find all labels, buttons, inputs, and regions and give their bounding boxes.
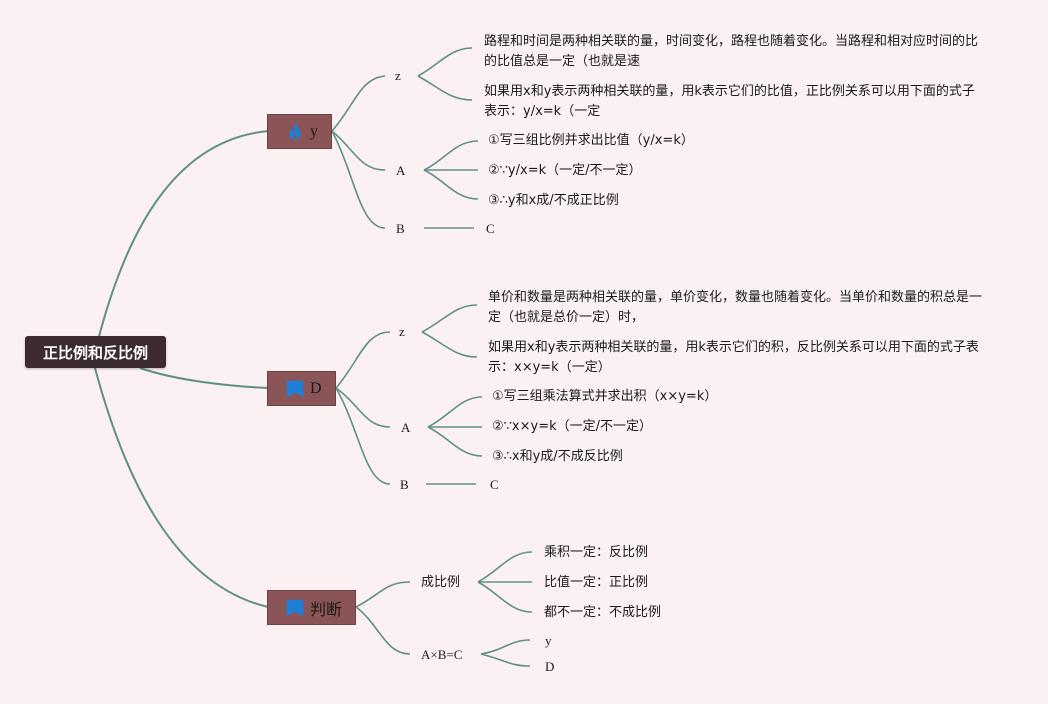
edge-b1-z	[331, 75, 386, 132]
edge-root-branch1	[94, 130, 269, 353]
node-z[interactable]: z	[399, 324, 405, 339]
edge-b1-a	[331, 130, 386, 171]
edge-b2-a-3	[427, 426, 483, 457]
edge-b1-z-1	[417, 47, 473, 77]
edge-root-branch2	[139, 367, 269, 389]
node-proportional[interactable]: 成比例	[421, 575, 461, 590]
edge-b2-a-1	[427, 396, 483, 428]
fire-icon	[284, 121, 306, 143]
node-leaf[interactable]: y	[545, 633, 552, 648]
edge-b2-a	[335, 387, 391, 428]
edge-b3-c1-1	[477, 551, 533, 583]
step-item[interactable]: ③∴x和y成/不成反比例	[492, 449, 623, 464]
rule-item[interactable]: 比值一定：正比例	[544, 575, 649, 590]
node-c[interactable]: C	[486, 221, 495, 236]
branch-label: 判断	[310, 599, 343, 619]
branch-node-d[interactable]: D	[267, 371, 336, 406]
branch-node-judge[interactable]: 判断	[267, 590, 356, 625]
edge-b2-z-1	[421, 304, 478, 333]
root-node[interactable]: 正比例和反比例	[25, 336, 166, 368]
edge-b2-z-2	[421, 331, 478, 358]
edge-b2-z	[335, 331, 391, 389]
node-c[interactable]: C	[490, 477, 499, 492]
step-item[interactable]: ②∵y/x=k（一定/不一定）	[488, 163, 642, 178]
step-item[interactable]: ①写三组乘法算式并求出积（x×y=k）	[492, 389, 718, 404]
edge-b3-c1	[355, 581, 411, 608]
node-z[interactable]: z	[395, 68, 401, 83]
edge-b3-c2-1	[480, 639, 531, 655]
edge-b1-b	[331, 130, 386, 229]
edge-b1-a-1	[423, 140, 479, 171]
step-item[interactable]: ①写三组比例并求出比值（y/x=k）	[488, 133, 694, 148]
branch-label: D	[310, 379, 322, 397]
root-label: 正比例和反比例	[42, 343, 148, 362]
node-a[interactable]: A	[396, 163, 406, 178]
edge-b2-b	[335, 387, 391, 485]
edge-b3-c1-3	[477, 581, 533, 613]
text-node[interactable]: 如果用x和y表示两种相关联的量，用k表示它们的积，反比例关系可以用下面的式子表示…	[488, 340, 979, 375]
branch-label: y	[310, 122, 318, 140]
edge-b3-c2	[355, 606, 411, 655]
node-b[interactable]: B	[396, 221, 405, 236]
edge-b1-z-2	[417, 75, 473, 101]
branch-node-y[interactable]: y	[267, 114, 332, 149]
edge-root-branch3	[94, 367, 269, 608]
node-leaf[interactable]: D	[545, 659, 555, 674]
node-a[interactable]: A	[401, 420, 411, 435]
edge-b1-a-3	[423, 169, 479, 200]
text-node[interactable]: 单价和数量是两种相关联的量，单价变化，数量也随着变化。当单价和数量的积总是一定（…	[488, 290, 983, 325]
step-item[interactable]: ②∵x×y=k（一定/不一定）	[492, 419, 653, 434]
text-node[interactable]: 路程和时间是两种相关联的量，时间变化，路程也随着变化。当路程和相对应时间的比的比…	[484, 34, 979, 69]
step-item[interactable]: ③∴y和x成/不成正比例	[488, 193, 619, 208]
node-b[interactable]: B	[400, 477, 409, 492]
node-formula[interactable]: A×B=C	[421, 647, 463, 662]
rule-item[interactable]: 都不一定：不成比例	[544, 605, 662, 620]
rule-item[interactable]: 乘积一定：反比例	[544, 545, 649, 560]
flag-icon	[284, 597, 306, 619]
text-node[interactable]: 如果用x和y表示两种相关联的量，用k表示它们的比值，正比例关系可以用下面的式子表…	[484, 84, 975, 119]
flag-icon	[284, 378, 306, 400]
edge-b3-c2-2	[480, 653, 531, 667]
